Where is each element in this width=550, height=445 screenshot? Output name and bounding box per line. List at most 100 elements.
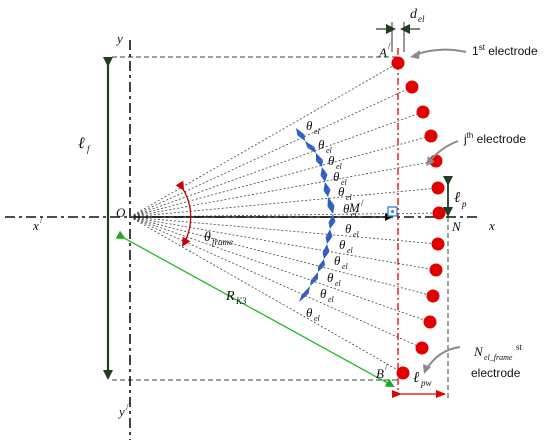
angle-mark-1a — [296, 128, 305, 136]
svg-text:pw: pw — [420, 378, 432, 388]
svg-text:el: el — [351, 210, 358, 219]
point-o-label: O — [116, 205, 126, 220]
electrode-13 — [396, 366, 410, 380]
angle-mark-5a — [323, 182, 331, 191]
d-el-label: d el — [410, 7, 425, 24]
lp-label: ℓ p — [454, 190, 467, 209]
electrode-6 — [431, 181, 445, 195]
angle-mark-11a — [311, 272, 318, 280]
electrode-1 — [391, 56, 405, 70]
svg-text:θ: θ — [318, 137, 325, 152]
x-axis-label: x — [488, 218, 495, 233]
svg-text:el: el — [328, 295, 335, 304]
first-electrode-callout: 1st electrode — [472, 43, 538, 58]
svg-text:θ: θ — [339, 237, 346, 252]
ray-3 — [129, 111, 424, 218]
lpw-label: ℓ pw — [413, 370, 432, 388]
electrode-4 — [424, 129, 438, 143]
ray-2 — [129, 86, 413, 218]
angle-mark-12b — [299, 294, 309, 302]
svg-text:electrode: electrode — [471, 366, 521, 380]
point-m-label: M / — [348, 198, 364, 215]
svg-text:el: el — [418, 14, 425, 24]
svg-text:1st electrode: 1st electrode — [472, 43, 538, 58]
electrode-group — [391, 56, 446, 380]
svg-text:θ: θ — [327, 270, 334, 285]
svg-text:el: el — [335, 279, 342, 288]
svg-text:el: el — [326, 146, 333, 155]
svg-text:ℓ: ℓ — [413, 370, 419, 386]
svg-text:θ: θ — [334, 253, 341, 268]
frame-outline — [112, 56, 449, 400]
svg-text:B: B — [376, 366, 384, 381]
svg-text:p: p — [461, 199, 467, 209]
svg-text:el: el — [314, 314, 321, 323]
svg-text:y: y — [117, 404, 125, 419]
theta-frame-arc — [175, 180, 192, 247]
ray-4 — [129, 135, 432, 218]
angle-mark-1b — [297, 134, 305, 141]
ray-12 — [129, 216, 423, 349]
rk3-label: R K3 — [225, 289, 247, 306]
svg-text:ℓ: ℓ — [454, 190, 460, 206]
svg-text:el: el — [346, 193, 353, 202]
electrode-8 — [431, 237, 445, 251]
svg-text:θ: θ — [328, 153, 335, 168]
theta-frame-label: θ frame — [204, 230, 233, 247]
svg-text:A: A — [378, 45, 387, 60]
angle-mark-6a — [327, 197, 335, 207]
svg-text:f: f — [87, 144, 91, 154]
lf-label: ℓ f — [78, 135, 91, 154]
electrode-2 — [405, 80, 419, 94]
m-marker-dot — [391, 210, 394, 213]
svg-text:θ: θ — [333, 169, 340, 184]
callout-arrowheads — [410, 50, 435, 374]
electrode-11 — [423, 315, 437, 329]
angle-mark-10b — [318, 265, 325, 272]
svg-text:/: / — [126, 402, 129, 412]
ray-13 — [129, 216, 404, 374]
angle-mark-8b — [325, 236, 333, 244]
ray-8 — [129, 216, 439, 245]
y-prime-label: y / — [117, 402, 129, 419]
svg-text:el_frame: el_frame — [484, 353, 513, 362]
svg-text:x: x — [32, 218, 39, 233]
svg-text:/: / — [385, 362, 388, 372]
svg-text:el: el — [341, 178, 348, 187]
svg-text:N: N — [473, 344, 484, 359]
electrode-10 — [426, 289, 440, 303]
electrode-7 — [432, 206, 446, 220]
point-n-label: N — [451, 219, 462, 234]
ray-1 — [129, 62, 399, 218]
svg-text:frame: frame — [212, 237, 233, 247]
svg-text:el: el — [342, 262, 349, 271]
angle-mark-5b — [323, 189, 331, 197]
angle-mark-4b — [320, 174, 328, 182]
svg-text:θ: θ — [320, 286, 327, 301]
svg-text:el: el — [336, 162, 343, 171]
svg-text:θ: θ — [306, 305, 313, 320]
last-electrode-callout: N el_frame st electrode — [471, 342, 523, 380]
svg-text:θ: θ — [338, 184, 345, 199]
angle-mark-3b — [316, 160, 323, 167]
point-a-label: A / — [378, 41, 391, 60]
svg-text:el: el — [353, 230, 360, 239]
svg-text:θ: θ — [343, 201, 350, 216]
angle-mark-6b — [327, 205, 335, 214]
svg-text:/: / — [361, 198, 364, 208]
electrode-9 — [429, 263, 443, 277]
point-b-label: B / — [376, 362, 388, 381]
jth-electrode-callout: jth electrode — [463, 131, 526, 146]
x-prime-label: x / — [32, 215, 43, 233]
angle-mark-3a — [316, 153, 323, 161]
svg-text:el: el — [314, 127, 321, 136]
